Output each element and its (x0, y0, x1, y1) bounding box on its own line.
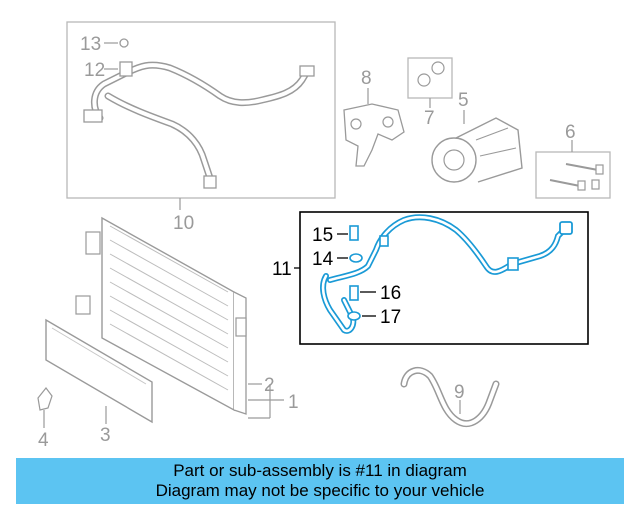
callout-9[interactable]: 9 (454, 382, 465, 403)
part-7-cap-set[interactable] (407, 57, 453, 99)
part-5-compressor[interactable] (431, 117, 523, 183)
callout-7[interactable]: 7 (424, 108, 435, 129)
part-6-bolt-set[interactable] (535, 151, 611, 199)
callout-1[interactable]: 1 (288, 392, 299, 413)
banner-line-1: Part or sub-assembly is #11 in diagram (173, 461, 467, 480)
callout-5[interactable]: 5 (458, 90, 469, 111)
info-banner: Part or sub-assembly is #11 in diagram D… (16, 458, 624, 504)
callout-15[interactable]: 15 (312, 225, 333, 246)
callout-11[interactable]: 11 (272, 259, 292, 280)
callout-6[interactable]: 6 (565, 122, 576, 143)
callout-16[interactable]: 16 (380, 283, 401, 304)
callout-17[interactable]: 17 (380, 307, 401, 328)
callout-10[interactable]: 10 (173, 213, 194, 234)
leader-1 (248, 384, 284, 419)
callout-12[interactable]: 12 (84, 60, 105, 81)
callout-13[interactable]: 13 (80, 34, 101, 55)
condenser-assembly[interactable] (75, 216, 247, 415)
callout-14[interactable]: 14 (312, 249, 334, 270)
part-9-hose[interactable] (400, 366, 500, 428)
banner-line-2: Diagram may not be specific to your vehi… (155, 481, 485, 500)
part-3-panel[interactable] (45, 318, 153, 424)
callout-8[interactable]: 8 (361, 68, 372, 89)
callout-3[interactable]: 3 (100, 425, 111, 446)
part-10-hose-group[interactable] (66, 21, 336, 199)
part-11-assembly-box[interactable] (299, 211, 589, 345)
callout-2[interactable]: 2 (264, 375, 275, 396)
part-8-bracket[interactable] (343, 103, 405, 167)
callout-4[interactable]: 4 (38, 430, 49, 451)
part-4-bracket[interactable] (37, 387, 53, 411)
